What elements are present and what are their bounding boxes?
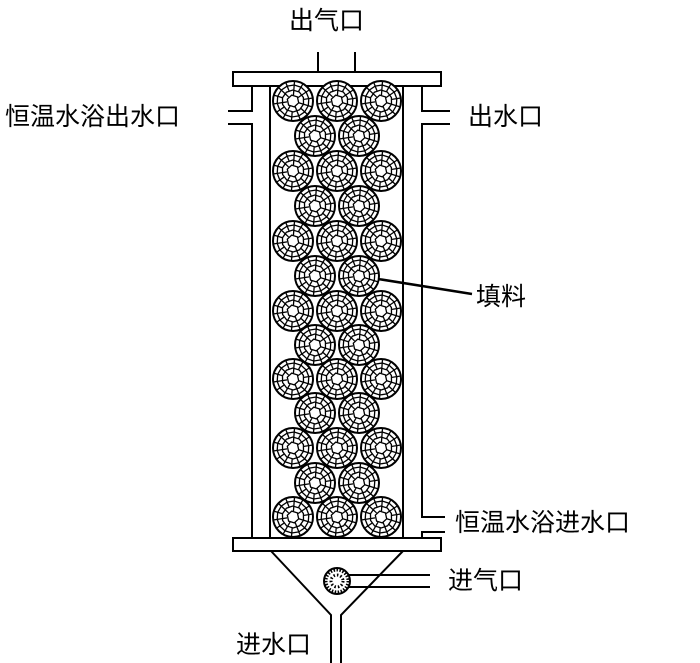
packing-ball-icon <box>272 496 314 538</box>
packing-ball-icon <box>360 358 402 400</box>
packing-ball-icon <box>316 290 358 332</box>
packing-ball-icon <box>316 150 358 192</box>
packing-ball-icon <box>360 290 402 332</box>
packing-ball-icon <box>316 220 358 262</box>
packing-ball-icon <box>338 185 380 227</box>
packing-ball-icon <box>316 427 358 469</box>
packing-ball-icon <box>272 427 314 469</box>
label-bath-water-inlet: 恒温水浴进水口 <box>455 508 631 537</box>
packing-ball-icon <box>294 392 336 434</box>
bath-inlet-pipe <box>421 531 445 538</box>
jacket-wall-left <box>228 86 253 112</box>
label-water-outlet: 出水口 <box>468 102 544 131</box>
funnel-left <box>270 550 332 663</box>
label-water-inlet: 进水口 <box>236 630 312 659</box>
packing-ball-icon <box>294 324 336 366</box>
label-bath-water-outlet: 恒温水浴出水口 <box>5 102 181 131</box>
packing-ball-icon <box>360 80 402 122</box>
packing-ball-icon <box>360 220 402 262</box>
funnel-right <box>340 550 404 663</box>
packing-ball-icon <box>294 185 336 227</box>
packing-ball-icon <box>272 80 314 122</box>
packing-ball-icon <box>360 150 402 192</box>
packing-ball-icon <box>272 290 314 332</box>
packing-ball-icon <box>294 115 336 157</box>
label-gas-inlet: 进气口 <box>448 566 524 595</box>
jacket-wall-right <box>421 86 450 112</box>
label-gas-outlet: 出气口 <box>289 6 365 35</box>
packing-ball-icon <box>272 220 314 262</box>
packing-ball-icon <box>338 115 380 157</box>
packing-ball-icon <box>338 255 380 297</box>
jacket-wall-right-lower <box>421 123 450 518</box>
packing-ball-icon <box>338 392 380 434</box>
packing-ball-icon <box>360 496 402 538</box>
packing-leader-line <box>371 276 473 296</box>
packing-ball-icon <box>338 324 380 366</box>
packing-ball-icon <box>294 255 336 297</box>
packing-ball-icon <box>316 358 358 400</box>
gas-diffuser-icon <box>323 567 351 595</box>
bottom-cap <box>232 537 442 552</box>
jacket-wall-left-lower <box>228 123 253 538</box>
packing-ball-icon <box>316 496 358 538</box>
packing-ball-icon <box>360 427 402 469</box>
packing-ball-icon <box>272 358 314 400</box>
label-packing: 填料 <box>476 282 527 311</box>
packing-ball-icon <box>316 80 358 122</box>
packing-ball-icon <box>272 150 314 192</box>
packing-ball-icon <box>338 462 380 504</box>
packing-ball-icon <box>294 462 336 504</box>
